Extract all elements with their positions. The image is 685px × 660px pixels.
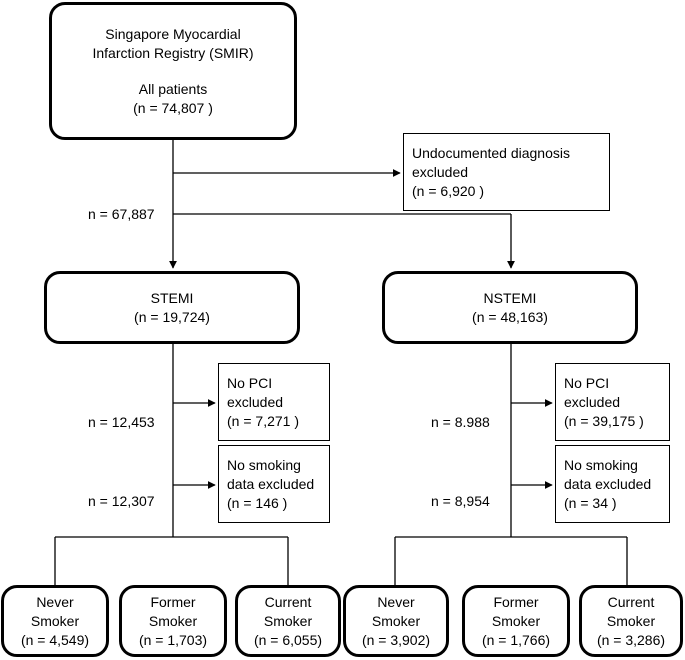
node-text-line: Current bbox=[607, 593, 655, 610]
nstemi-box: NSTEMI (n = 48,163) bbox=[382, 271, 638, 344]
node-text-line: Smoker bbox=[30, 612, 80, 629]
node-text-line: (n = 34 ) bbox=[564, 494, 617, 511]
node-text-line: excluded bbox=[227, 393, 284, 410]
node-text-line: Smoker bbox=[371, 612, 421, 629]
node-text-line: No PCI bbox=[564, 374, 610, 391]
node-text-line: (n = 7,271 ) bbox=[227, 412, 299, 429]
count-label-stemi-after-pci: n = 12,453 bbox=[88, 414, 155, 430]
node-text-line: (n = 6,055) bbox=[253, 631, 323, 648]
node-text-line: Smoker bbox=[606, 612, 656, 629]
node-text-line: (n = 74,807 ) bbox=[133, 99, 213, 116]
undocumented-exclusion-box: Undocumented diagnosis excluded (n = 6,920… bbox=[403, 133, 610, 211]
node-text-line: Singapore Myocardial bbox=[105, 25, 241, 42]
node-text-line: No smoking bbox=[564, 456, 638, 473]
node-text-line: (n = 4,549) bbox=[20, 631, 90, 648]
node-text-line: Never bbox=[377, 593, 415, 610]
node-text-line: Current bbox=[264, 593, 312, 610]
node-text-line: (n = 1,766) bbox=[481, 631, 551, 648]
node-text-line: No smoking bbox=[227, 456, 301, 473]
stemi-no-smoking-exclusion-box: No smoking data excluded (n = 146 ) bbox=[218, 445, 330, 523]
node-text-line: excluded bbox=[412, 163, 469, 180]
node-text-line: Smoker bbox=[263, 612, 313, 629]
node-text-line: data excluded bbox=[227, 475, 315, 492]
nstemi-no-smoking-exclusion-box: No smoking data excluded (n = 34 ) bbox=[555, 445, 670, 523]
node-text-line: (n = 48,163) bbox=[472, 308, 548, 325]
node-text-line: Smoker bbox=[491, 612, 541, 629]
node-text-line: data excluded bbox=[564, 475, 652, 492]
node-text-line: (n = 3,902) bbox=[361, 631, 431, 648]
node-text-line: Smoker bbox=[148, 612, 198, 629]
node-text-line: STEMI bbox=[150, 289, 194, 306]
node-text-line: Former bbox=[493, 593, 539, 610]
count-label-after-undocumented: n = 67,887 bbox=[88, 206, 155, 222]
count-label-stemi-after-smoking: n = 12,307 bbox=[88, 493, 155, 509]
node-text-line: All patients bbox=[138, 80, 208, 97]
node-text-line: Former bbox=[150, 593, 196, 610]
count-label-nstemi-after-smoking: n = 8,954 bbox=[431, 493, 490, 509]
count-label-nstemi-after-pci: n = 8.988 bbox=[431, 414, 490, 430]
node-text-line: NSTEMI bbox=[483, 289, 537, 306]
node-text-line: (n = 146 ) bbox=[227, 494, 288, 511]
node-text-line: excluded bbox=[564, 393, 621, 410]
node-text-line: Never bbox=[36, 593, 74, 610]
node-text-line: (n = 39,175 ) bbox=[564, 412, 644, 429]
node-text-line: Undocumented diagnosis bbox=[412, 144, 570, 161]
node-text-line: (n = 3,286) bbox=[596, 631, 666, 648]
node-text-line: No PCI bbox=[227, 374, 273, 391]
stemi-no-pci-exclusion-box: No PCI excluded (n = 7,271 ) bbox=[218, 363, 330, 441]
stemi-box: STEMI (n = 19,724) bbox=[44, 271, 300, 344]
nstemi-no-pci-exclusion-box: No PCI excluded (n = 39,175 ) bbox=[555, 363, 670, 441]
node-text-line: (n = 1,703) bbox=[138, 631, 208, 648]
node-text-line: (n = 6,920 ) bbox=[412, 182, 484, 199]
node-text-line: Infarction Registry (SMIR) bbox=[92, 44, 254, 61]
node-text-line: (n = 19,724) bbox=[134, 308, 210, 325]
